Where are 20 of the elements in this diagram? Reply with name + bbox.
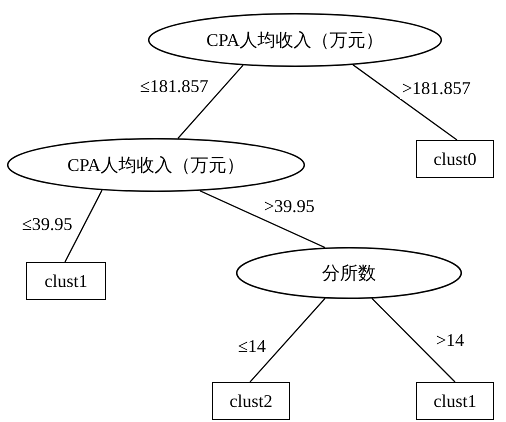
decision-ellipse: [236, 247, 462, 299]
leaf-box: [212, 382, 290, 420]
node-label: clust2: [230, 390, 272, 412]
connector-line: [200, 190, 326, 248]
node-label: clust1: [434, 390, 476, 412]
decision-ellipse: [7, 138, 305, 192]
connector-line: [352, 64, 458, 141]
node-label: CPA人均收入（万元）: [206, 29, 384, 52]
connector-line: [372, 298, 456, 382]
connector-line: [178, 64, 244, 139]
node-label: CPA人均收入（万元）: [67, 154, 245, 177]
leaf-box: [26, 262, 106, 300]
node-label: clust0: [434, 148, 476, 170]
decision-ellipse: [148, 13, 442, 67]
leaf-box: [416, 382, 494, 420]
connector-line: [64, 190, 103, 262]
connector-line: [250, 298, 326, 382]
node-label: clust1: [44, 270, 88, 292]
node-label: 分所数: [322, 262, 376, 285]
leaf-box: [416, 140, 494, 178]
